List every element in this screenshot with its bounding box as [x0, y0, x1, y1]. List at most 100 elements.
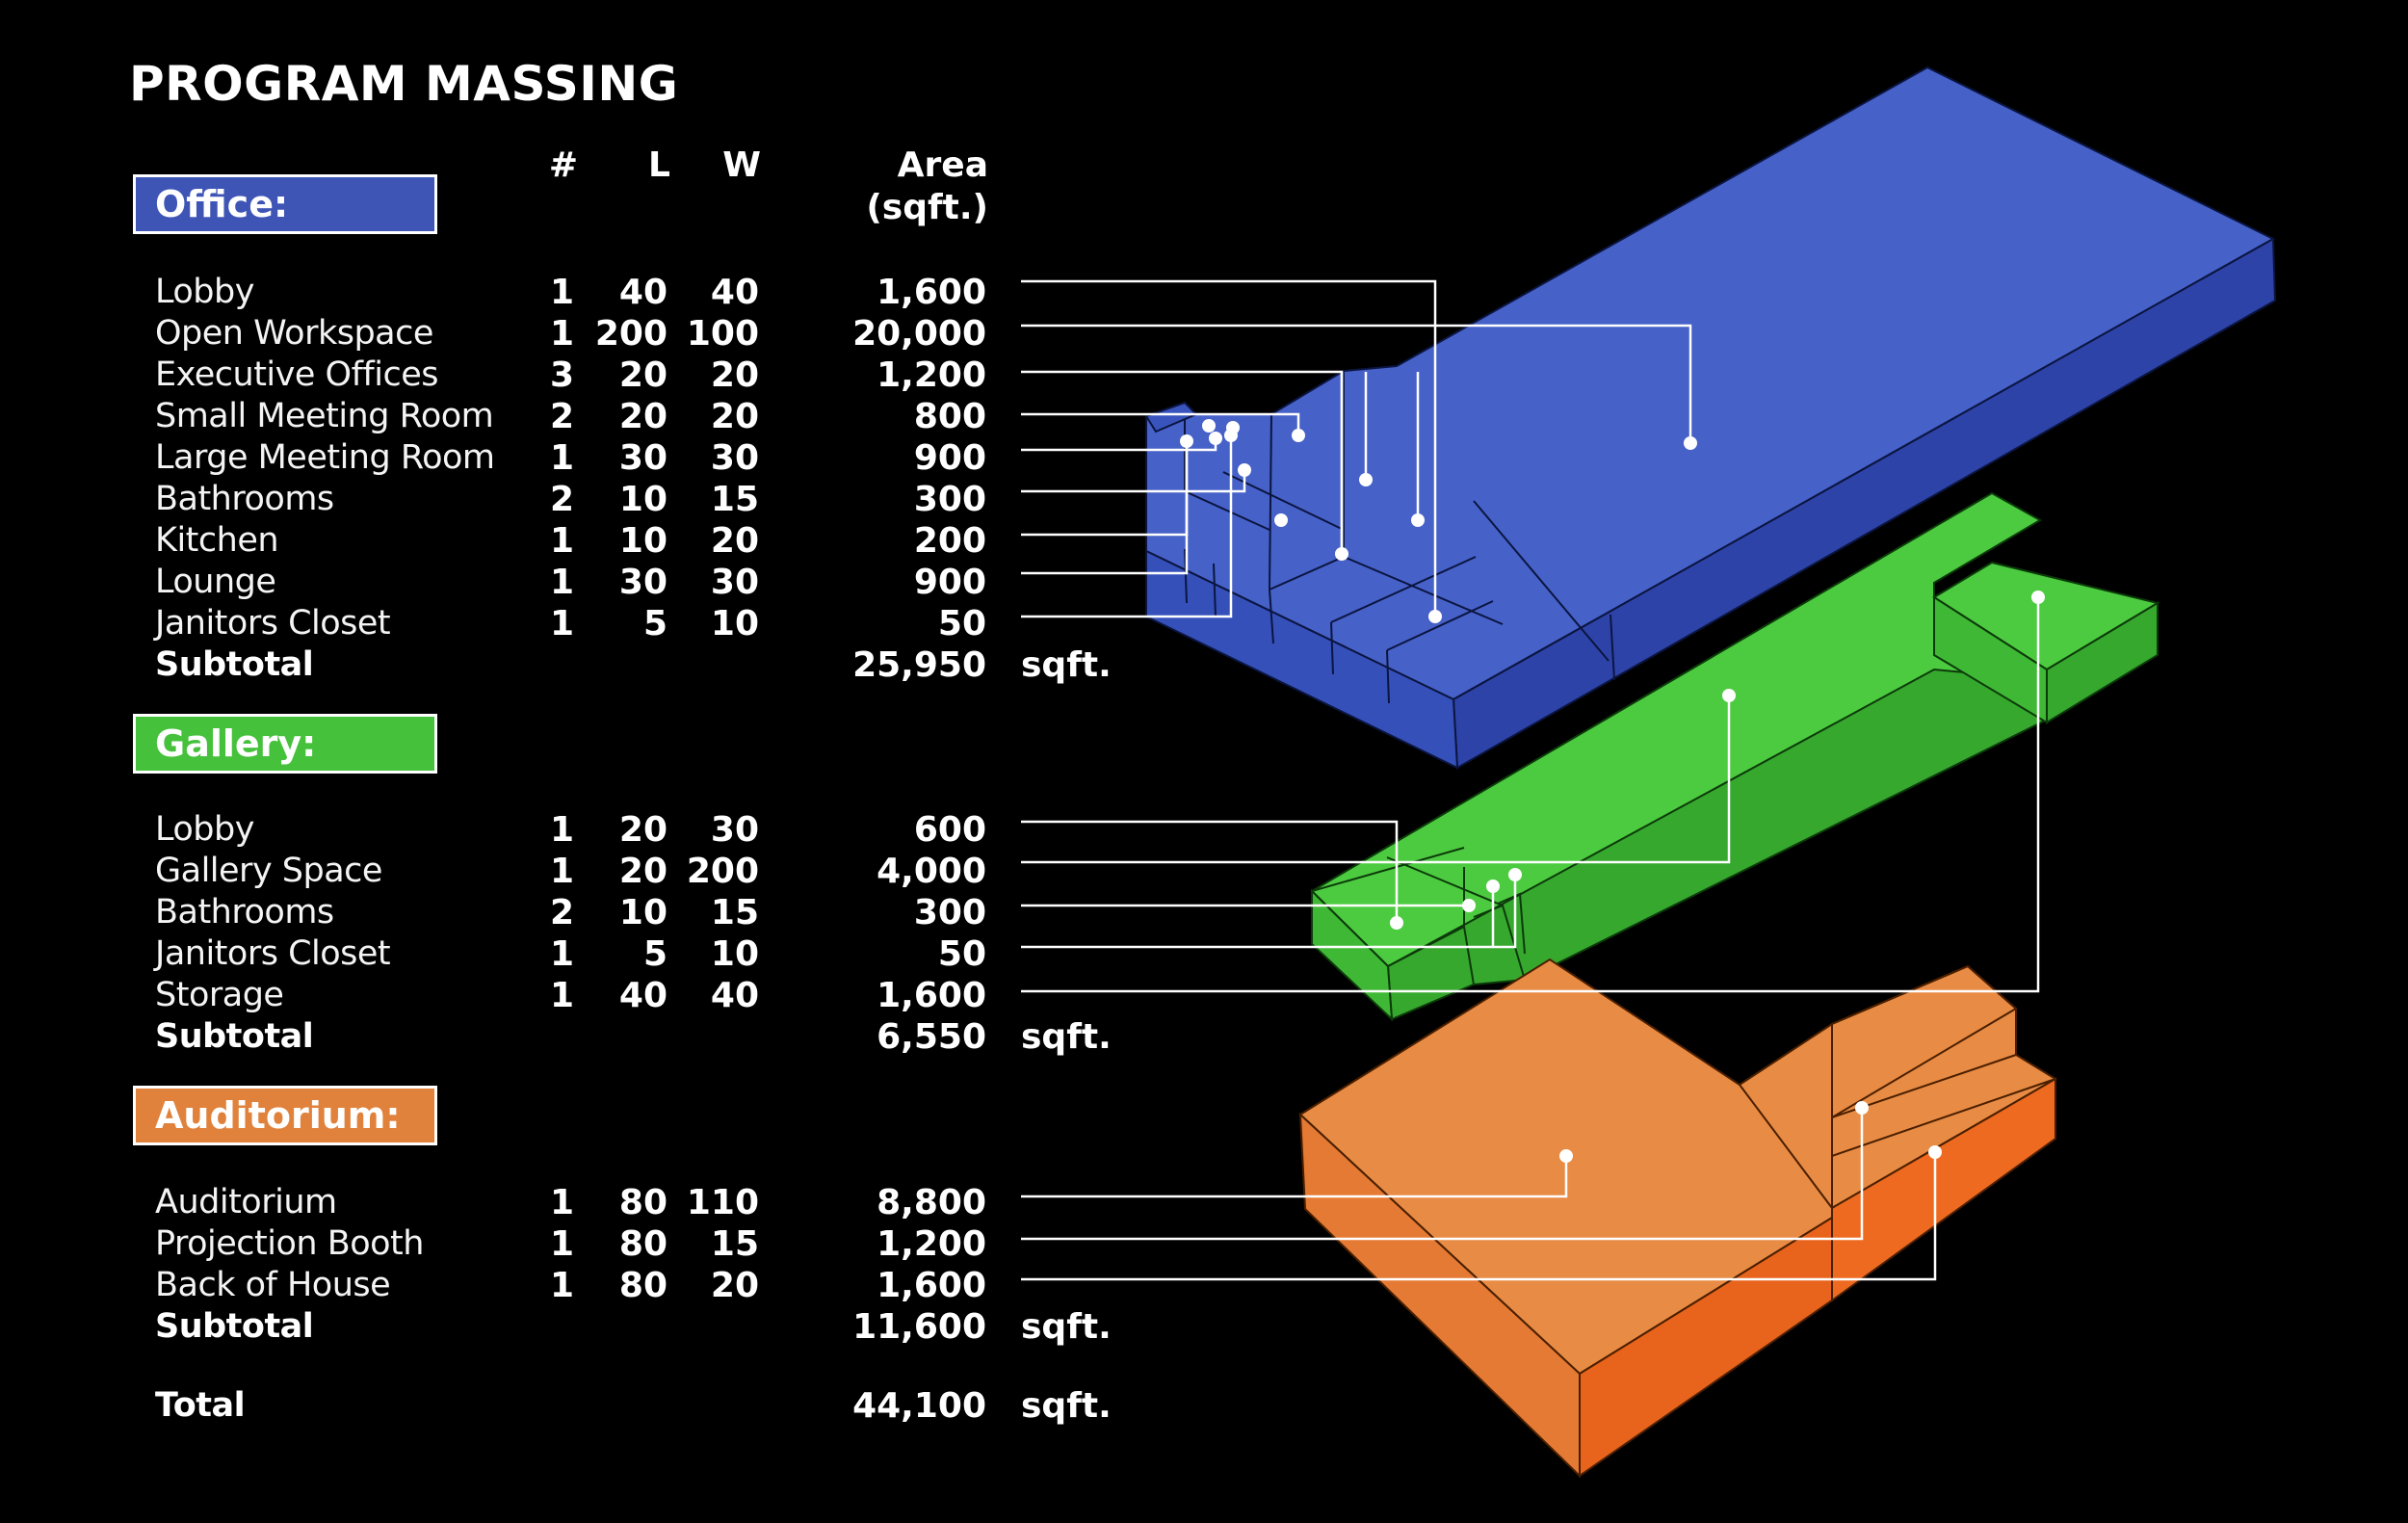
office-row: Large Meeting Room 1 30 30 900 [0, 437, 1156, 479]
row-area: 8,800 [877, 1183, 986, 1222]
row-name: Back of House [155, 1266, 391, 1304]
row-count: 1 [549, 438, 574, 478]
dot-gallery-lobby [1390, 916, 1403, 930]
row-name: Kitchen [155, 521, 279, 560]
row-length: 80 [618, 1183, 667, 1222]
row-length: 30 [618, 563, 667, 602]
row-length: 30 [618, 438, 667, 478]
dot-gallery-bathroom-1 [1462, 899, 1476, 912]
row-name: Large Meeting Room [155, 438, 495, 477]
dot-office-exec-3 [1411, 513, 1425, 527]
row-count: 2 [549, 480, 574, 519]
row-area: 1,600 [877, 976, 986, 1015]
subtotal-area: 25,950 [852, 645, 986, 685]
row-name: Bathrooms [155, 893, 334, 932]
subtotal-area: 6,550 [877, 1017, 986, 1057]
dot-office-large-meeting [1209, 432, 1222, 445]
dot-gallery-space [1722, 689, 1736, 702]
row-count: 1 [549, 563, 574, 602]
row-length: 20 [618, 397, 667, 436]
dot-office-small-meeting [1292, 429, 1305, 442]
gallery-front-face [1386, 668, 2048, 1021]
row-width: 15 [710, 1224, 759, 1264]
row-name: Projection Booth [155, 1224, 424, 1263]
row-area: 800 [913, 397, 986, 436]
dot-office-lounge [1202, 419, 1216, 433]
row-width: 30 [710, 438, 759, 478]
subtotal-unit: sqft. [1021, 645, 1112, 685]
row-count: 1 [549, 273, 574, 312]
row-count: 2 [549, 397, 574, 436]
dot-gallery-storage [2031, 591, 2045, 604]
office-row: Bathrooms 2 10 15 300 [0, 479, 1156, 520]
office-left-face [1145, 549, 1459, 770]
row-width: 10 [710, 934, 759, 974]
row-count: 2 [549, 893, 574, 932]
row-count: 1 [549, 521, 574, 561]
row-area: 900 [913, 438, 986, 478]
row-width: 30 [710, 563, 759, 602]
dot-back-of-house [1928, 1145, 1942, 1159]
row-name: Bathrooms [155, 480, 334, 518]
subtotal-label: Subtotal [155, 1307, 314, 1346]
row-name: Janitors Closet [155, 604, 391, 643]
subtotal-area: 11,600 [852, 1307, 986, 1347]
office-mass [1144, 66, 2277, 770]
leader-dots [1180, 419, 2045, 1163]
row-area: 4,000 [877, 852, 986, 891]
auditorium-mass [1298, 958, 2057, 1479]
dot-gallery-bathroom-2 [1486, 880, 1500, 893]
total-row: Total 44,100 sqft. [0, 1385, 1156, 1427]
total-unit: sqft. [1021, 1386, 1112, 1426]
page-title: PROGRAM MASSING [129, 56, 679, 112]
row-area: 900 [913, 563, 986, 602]
row-name: Auditorium [155, 1183, 337, 1221]
row-count: 1 [549, 1183, 574, 1222]
dot-office-kitchen [1180, 434, 1193, 448]
row-name: Lounge [155, 563, 276, 601]
dot-office-janitor [1226, 421, 1240, 434]
row-area: 50 [937, 604, 986, 643]
row-length: 5 [642, 934, 667, 974]
auditorium-left-face [1298, 1112, 1581, 1479]
row-name: Small Meeting Room [155, 397, 494, 435]
row-length: 10 [618, 480, 667, 519]
row-width: 40 [710, 273, 759, 312]
row-count: 1 [549, 934, 574, 974]
row-width: 15 [710, 480, 759, 519]
row-width: 20 [710, 1266, 759, 1305]
section-label-gallery: Gallery: [133, 714, 437, 774]
row-area: 300 [913, 893, 986, 932]
row-area: 300 [913, 480, 986, 519]
row-width: 10 [710, 604, 759, 643]
row-name: Lobby [155, 273, 254, 311]
row-name: Storage [155, 976, 284, 1014]
row-length: 40 [618, 976, 667, 1015]
row-width: 200 [686, 852, 759, 891]
section-label-office: Office: [133, 174, 437, 234]
row-count: 1 [549, 604, 574, 643]
row-area: 50 [937, 934, 986, 974]
dot-gallery-janitor [1508, 868, 1522, 881]
office-subtotal-row: Subtotal 25,950 sqft. [0, 644, 1156, 686]
row-name: Open Workspace [155, 314, 433, 353]
gallery-mass [1310, 491, 2160, 1022]
row-length: 200 [594, 314, 667, 354]
header-area-line1: Area [897, 145, 988, 185]
header-length: L [648, 145, 670, 185]
dot-office-open-workspace [1684, 436, 1697, 450]
row-count: 1 [549, 314, 574, 354]
subtotal-label: Subtotal [155, 645, 314, 684]
